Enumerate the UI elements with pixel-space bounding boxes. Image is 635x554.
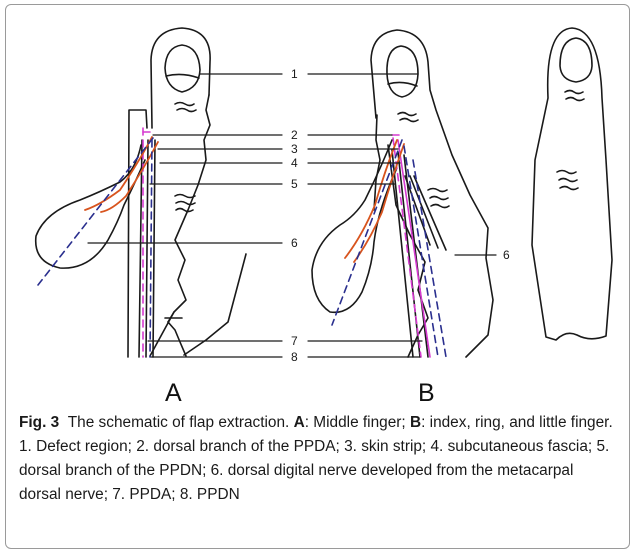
- finger-b-outline: [371, 30, 493, 357]
- caption-b-text: : index, ring, and little finger.: [421, 414, 613, 431]
- panel-label-a: A: [165, 379, 182, 408]
- finger-a-left-edge: [128, 110, 147, 357]
- callout-1: 1: [291, 67, 298, 81]
- callout-7: 7: [291, 334, 298, 348]
- callout-2: 2: [291, 128, 298, 142]
- caption-a-text: : Middle finger;: [305, 414, 406, 431]
- nerve-a: [38, 138, 153, 357]
- callout-8: 8: [291, 350, 298, 364]
- finger-a: [36, 28, 246, 357]
- caption-b-label: B: [410, 414, 421, 431]
- panel-label-b: B: [418, 379, 435, 408]
- finger-a-right-lower: [168, 322, 186, 356]
- caption-title: The schematic of flap extraction.: [68, 414, 290, 431]
- nerve-b: [332, 140, 446, 357]
- caption-fig-label: Fig. 3: [19, 414, 59, 431]
- callout-3: 3: [291, 142, 298, 156]
- caption-a-label: A: [294, 414, 305, 431]
- defect-a-border: [168, 95, 210, 322]
- finger-c: [532, 28, 612, 340]
- nail-c: [560, 38, 592, 82]
- nail-b: [387, 46, 418, 97]
- finger-b: [312, 30, 493, 357]
- caption-legend: 1. Defect region; 2. dorsal branch of th…: [19, 438, 609, 503]
- flap-b: [312, 140, 396, 312]
- callout-5: 5: [291, 177, 298, 191]
- nail-a: [165, 45, 200, 92]
- figure-caption: Fig. 3 The schematic of flap extraction.…: [19, 411, 615, 507]
- callout-6-b: 6: [503, 248, 510, 262]
- finger-a-outline: [151, 28, 210, 128]
- artery-b: [392, 135, 430, 357]
- callout-6: 6: [291, 236, 298, 250]
- callout-4: 4: [291, 156, 298, 170]
- finger-c-outline: [532, 28, 612, 340]
